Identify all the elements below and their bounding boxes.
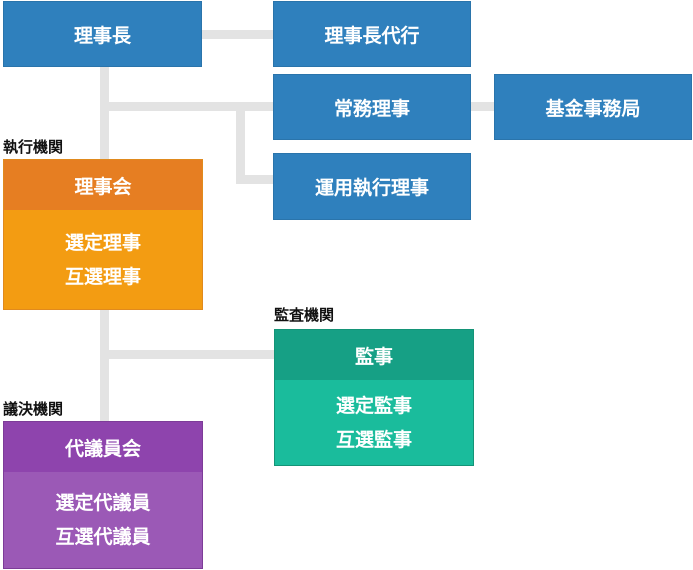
audit-card-title: 監事 [275, 330, 473, 380]
node-managing-director: 常務理事 [273, 74, 471, 140]
connector-lower-vertical [100, 310, 109, 422]
legislative-section-label: 議決機関 [3, 400, 64, 418]
audit-line-1: 選定監事 [335, 394, 412, 417]
connector-chairman-deputy [202, 30, 273, 39]
executive-line-2: 互選理事 [64, 265, 141, 288]
executive-card: 理事会 選定理事 互選理事 [3, 159, 203, 310]
audit-section-label: 監査機関 [274, 306, 335, 324]
legislative-card-title: 代議員会 [4, 422, 202, 472]
audit-line-2: 互選監事 [335, 428, 412, 451]
legislative-line-1: 選定代議員 [55, 492, 151, 514]
legislative-line-2: 互選代議員 [55, 526, 151, 548]
executive-section-label: 執行機関 [3, 138, 64, 156]
connector-to-operating [236, 175, 273, 184]
node-fund-office: 基金事務局 [494, 74, 692, 140]
legislative-card: 代議員会 選定代議員 互選代議員 [3, 421, 203, 569]
executive-card-title: 理事会 [4, 160, 202, 210]
connector-to-audit [100, 350, 274, 359]
executive-card-body: 選定理事 互選理事 [4, 210, 202, 309]
connector-operating-vertical [236, 102, 245, 184]
connector-main-vertical [100, 66, 109, 160]
node-chairman: 理事長 [3, 1, 202, 67]
connector-to-managing [100, 102, 273, 111]
connector-managing-fund [470, 102, 494, 111]
executive-line-1: 選定理事 [64, 231, 141, 254]
node-operating-director: 運用執行理事 [273, 153, 471, 220]
node-deputy-chairman: 理事長代行 [273, 1, 471, 67]
audit-card-body: 選定監事 互選監事 [275, 380, 473, 465]
audit-card: 監事 選定監事 互選監事 [274, 329, 474, 466]
legislative-card-body: 選定代議員 互選代議員 [4, 472, 202, 568]
